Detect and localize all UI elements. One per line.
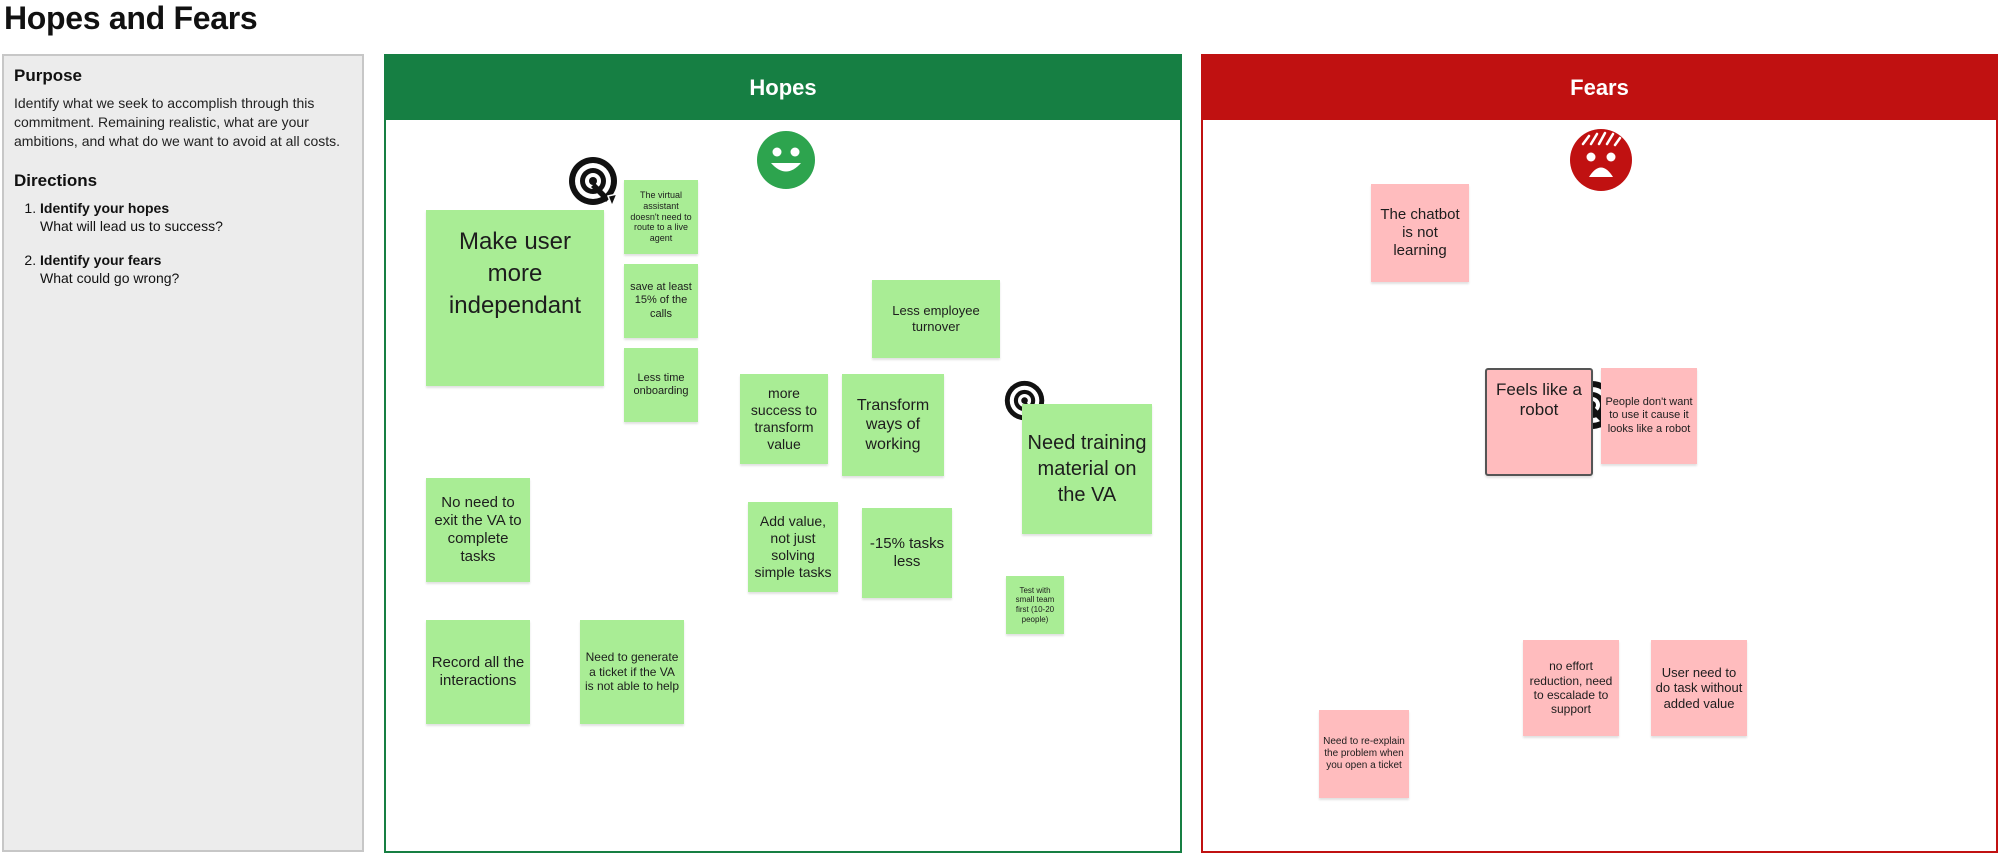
fears-canvas[interactable]: The chatbot is not learning Feels like a… (1203, 120, 1996, 851)
hope-note[interactable]: The virtual assistant doesn't need to ro… (624, 180, 698, 254)
fears-board: Fears The chatbot is not learning (1201, 54, 1998, 853)
direction-step-subtitle: What could go wrong? (40, 270, 180, 286)
hope-note[interactable]: Transform ways of working (842, 374, 944, 476)
hopes-canvas[interactable]: Make user more independant The virtual a… (386, 120, 1180, 851)
target-icon (569, 157, 619, 208)
smiley-face-icon (757, 131, 815, 189)
hope-note[interactable]: Need training material on the VA (1022, 404, 1152, 534)
hope-note[interactable]: more success to transform value (740, 374, 828, 464)
hopes-header: Hopes (386, 56, 1180, 120)
fear-note[interactable]: Feels like a robot (1485, 368, 1593, 476)
page-title: Hopes and Fears (4, 0, 258, 36)
purpose-heading: Purpose (14, 66, 83, 85)
hope-note[interactable]: -15% tasks less (862, 508, 952, 598)
direction-step-title: Identify your hopes (40, 200, 170, 216)
direction-step: Identify your hopes What will lead us to… (40, 199, 352, 235)
hope-note[interactable]: Test with small team first (10-20 people… (1006, 576, 1064, 634)
direction-step-title: Identify your fears (40, 252, 162, 268)
fear-note[interactable]: no effort reduction, need to escalade to… (1523, 640, 1619, 736)
fear-note[interactable]: People don't want to use it cause it loo… (1601, 368, 1697, 464)
hope-note[interactable]: Less employee turnover (872, 280, 1000, 358)
direction-step: Identify your fears What could go wrong? (40, 251, 352, 287)
directions-list: Identify your hopes What will lead us to… (14, 199, 352, 287)
fears-header: Fears (1203, 56, 1996, 120)
instructions-panel: Purpose Identify what we seek to accompl… (2, 54, 364, 852)
hope-note[interactable]: save at least 15% of the calls (624, 264, 698, 338)
hopes-board: Hopes Make user more independant (384, 54, 1182, 853)
hope-note[interactable]: Need to generate a ticket if the VA is n… (580, 620, 684, 724)
hope-note[interactable]: Add value, not just solving simple tasks (748, 502, 838, 592)
hope-note[interactable]: Less time onboarding (624, 348, 698, 422)
hope-note[interactable]: Make user more independant (426, 210, 604, 386)
direction-step-subtitle: What will lead us to success? (40, 218, 223, 234)
scared-face-icon (1570, 129, 1632, 191)
directions-heading: Directions (14, 171, 98, 190)
fear-note[interactable]: User need to do task without added value (1651, 640, 1747, 736)
fear-note[interactable]: Need to re-explain the problem when you … (1319, 710, 1409, 798)
purpose-text: Identify what we seek to accomplish thro… (14, 95, 341, 149)
fear-note[interactable]: The chatbot is not learning (1371, 184, 1469, 282)
hope-note[interactable]: No need to exit the VA to complete tasks (426, 478, 530, 582)
hope-note[interactable]: Record all the interactions (426, 620, 530, 724)
